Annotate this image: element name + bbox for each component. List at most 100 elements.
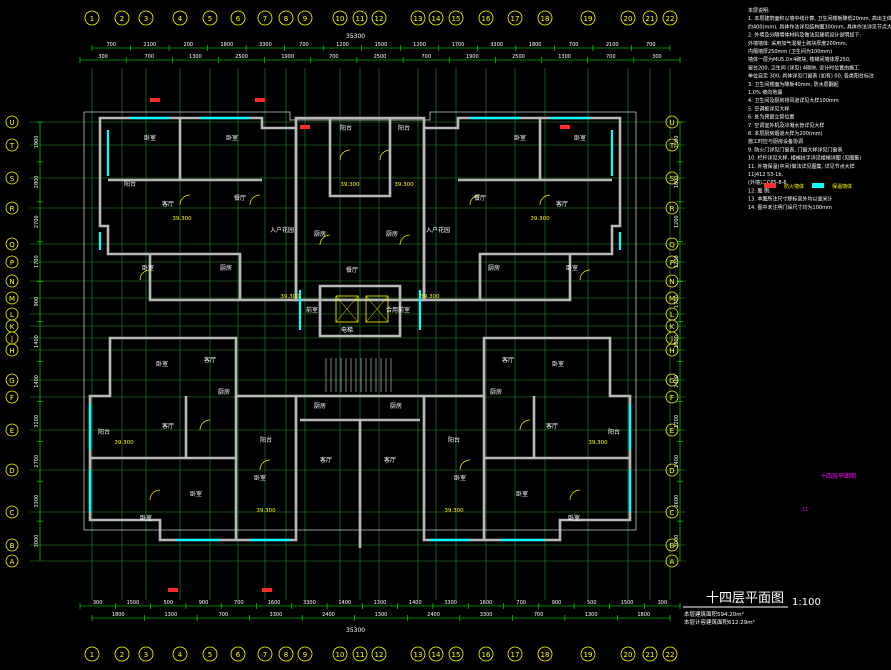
dim-left-value: 1700: [34, 255, 40, 268]
dim-right-value: 1200: [674, 215, 680, 228]
area-line-1: 本层建筑面积594.20m²: [684, 610, 744, 618]
dim-bottom-a-value: 700: [234, 600, 244, 606]
axis-row-bubble: [5, 274, 19, 288]
elevator-cross: [335, 295, 359, 323]
dim-top-b-value: 1300: [189, 54, 202, 60]
axis-col-bubble: [478, 10, 494, 26]
dim-top-b-value: 1900: [281, 54, 294, 60]
dim-bottom-a-value: 500: [163, 600, 173, 606]
axis-row-bubble: [5, 463, 19, 477]
dim-top-a-value: 2100: [143, 42, 156, 48]
axis-row-label: P: [10, 259, 14, 267]
axis-col-label: 5: [208, 651, 212, 659]
axis-col-label: 10: [336, 651, 345, 659]
axis-col-label: 11: [356, 15, 365, 23]
axis-row-bubble: [5, 390, 19, 404]
axis-col-label: 12: [375, 651, 384, 659]
room-label-living: 客厅: [384, 456, 396, 464]
dim-top-b-value: 700: [606, 54, 616, 60]
dim-top-a-value: 3300: [490, 42, 503, 48]
dim-bottom-b-value: 1800: [112, 612, 125, 618]
dim-top-b-value: 2500: [512, 54, 525, 60]
note-line: 2. 外墙及分隔墙体材料及做法见建筑设计说明如下:: [748, 32, 861, 39]
axis-row-bubble: [5, 115, 19, 129]
axis-col-bubble: [448, 10, 464, 26]
door-swing: [139, 269, 151, 281]
axis-row-label: D: [669, 467, 674, 475]
axis-row-bubble: [5, 538, 19, 552]
room-label-living: 客厅: [502, 356, 514, 364]
axis-row-label: L: [670, 311, 674, 319]
door-swing: [379, 149, 391, 161]
axis-col-label: 14: [432, 15, 441, 23]
room-label-dining: 餐厅: [474, 194, 486, 202]
axis-row-bubble: [665, 538, 679, 552]
axis-col-label: 17: [511, 15, 520, 23]
drawing-title: 十四层平面图: [706, 591, 784, 606]
axis-col-bubble: [580, 10, 596, 26]
room-label-living: 客厅: [546, 422, 558, 430]
axis-col-label: 2: [120, 651, 124, 659]
room-label-bedroom: 卧室: [454, 474, 466, 482]
dim-top-b-value: 700: [329, 54, 339, 60]
axis-col-bubble: [507, 10, 523, 26]
axis-col-label: 8: [284, 15, 288, 23]
elevation-mark: 39.300: [530, 216, 550, 222]
axis-col-label: 22: [666, 15, 675, 23]
room-label-balcony: 阳台: [124, 180, 136, 188]
axis-row-label: D: [9, 467, 14, 475]
axis-row-label: N: [669, 278, 674, 286]
axis-col-bubble: [371, 646, 387, 662]
axis-col-bubble: [662, 10, 678, 26]
room-label-bedroom: 卧室: [142, 264, 154, 272]
axis-col-bubble: [297, 10, 313, 26]
door-swing: [469, 194, 481, 206]
note-line: 墙体一层为MU5.0×4砌块, 楼梯间墙体厚250,: [748, 56, 851, 63]
axis-row-bubble: [5, 373, 19, 387]
fire-wall-tag: [168, 588, 178, 592]
axis-col-bubble: [297, 646, 313, 662]
axis-col-label: 12: [375, 15, 384, 23]
axis-row-label: T: [669, 142, 675, 150]
plan-details: [88, 98, 632, 592]
axis-col-bubble: [642, 646, 658, 662]
note-line: 单位自定 300, 具体详见门窗表 (如有) 00, 各类阳台标注: [748, 73, 874, 80]
axis-row-bubble: [665, 274, 679, 288]
dim-top-b-value: 300: [652, 54, 662, 60]
axis-col-label: 22: [666, 651, 675, 659]
axis-row-bubble: [665, 115, 679, 129]
note-line: 3. 卫生间楼面为降板40mm, 防水层翻起: [748, 81, 839, 88]
wall-segment: [480, 254, 572, 302]
axis-col-label: 8: [284, 651, 288, 659]
axis-col-bubble: [138, 646, 154, 662]
room-label-bedroom: 卧室: [254, 474, 266, 482]
axis-row-bubble: [665, 138, 679, 152]
axis-col-bubble: [580, 646, 596, 662]
door-swing: [569, 489, 581, 501]
axis-col-bubble: [84, 10, 100, 26]
door-swing: [339, 149, 351, 161]
axis-row-label: G: [669, 377, 674, 385]
axis-col-bubble: [230, 10, 246, 26]
axis-row-label: P: [670, 259, 674, 267]
wall-segment: [294, 116, 426, 302]
room-label-living: 客厅: [204, 356, 216, 364]
axis-col-label: 21: [646, 15, 655, 23]
room-label-balcony: 阳台: [98, 428, 110, 436]
dim-bottom-b-value: 1300: [375, 612, 388, 618]
total-width-top: 35300: [346, 33, 365, 40]
design-notes: 本层说明:1. 本层建筑面积以墙中线计算, 卫生间楼板降低20mm, 高出主体地…: [748, 7, 891, 211]
axis-row-label: M: [669, 295, 675, 303]
axis-row-bubble: [5, 505, 19, 519]
dim-left-value: 3100: [34, 415, 40, 428]
door-swing: [319, 234, 331, 246]
dim-top-a-value: 700: [106, 42, 116, 48]
axis-col-bubble: [537, 646, 553, 662]
axis-row-label: R: [10, 205, 15, 213]
axis-row-label: A: [10, 558, 15, 566]
axis-row-bubble: [665, 255, 679, 269]
axis-col-bubble: [114, 10, 130, 26]
note-line: 1. 本层建筑面积以墙中线计算, 卫生间楼板降低20mm, 高出主体地面: [748, 15, 891, 22]
axis-col-bubble: [620, 646, 636, 662]
